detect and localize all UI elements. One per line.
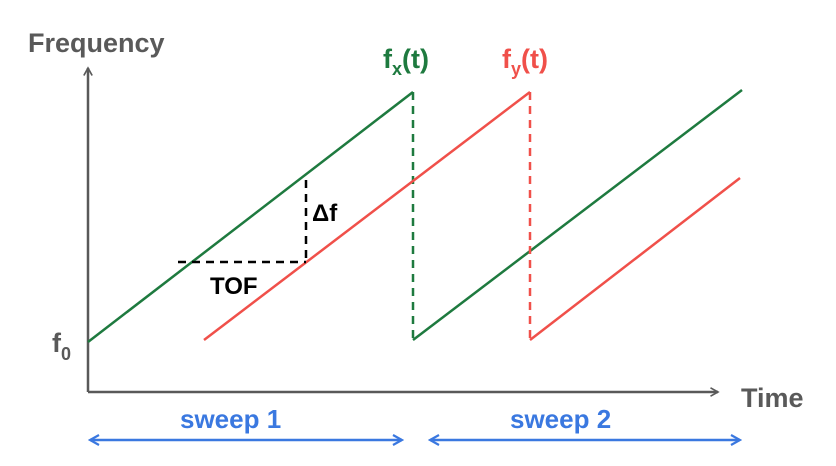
fy-ramp-sweep2 [529, 177, 741, 341]
fy-ramp-sweep1 [203, 91, 531, 341]
fx-ramp-sweep1 [87, 91, 414, 343]
fx-label-base: f [383, 44, 393, 74]
fy-label-suffix: (t) [521, 44, 548, 74]
fx-label: fx(t) [383, 44, 429, 79]
fx-label-suffix: (t) [402, 44, 429, 74]
origin-label-sub: 0 [61, 344, 71, 364]
sweep1-label: sweep 1 [180, 404, 281, 434]
fy-label-base: f [502, 44, 512, 74]
tof-label: TOF [210, 273, 258, 300]
fx-ramp-sweep2 [412, 89, 743, 341]
fx-label-sub: x [392, 59, 402, 79]
sweep2-label: sweep 2 [510, 404, 611, 434]
y-axis-label: Frequency [28, 28, 165, 58]
fy-label: fy(t) [502, 44, 548, 79]
origin-label: f0 [52, 328, 71, 364]
delta-f-label: Δf [312, 200, 338, 227]
fy-label-sub: y [511, 59, 521, 79]
x-axis-label: Time [741, 383, 804, 413]
origin-label-base: f [52, 328, 62, 358]
